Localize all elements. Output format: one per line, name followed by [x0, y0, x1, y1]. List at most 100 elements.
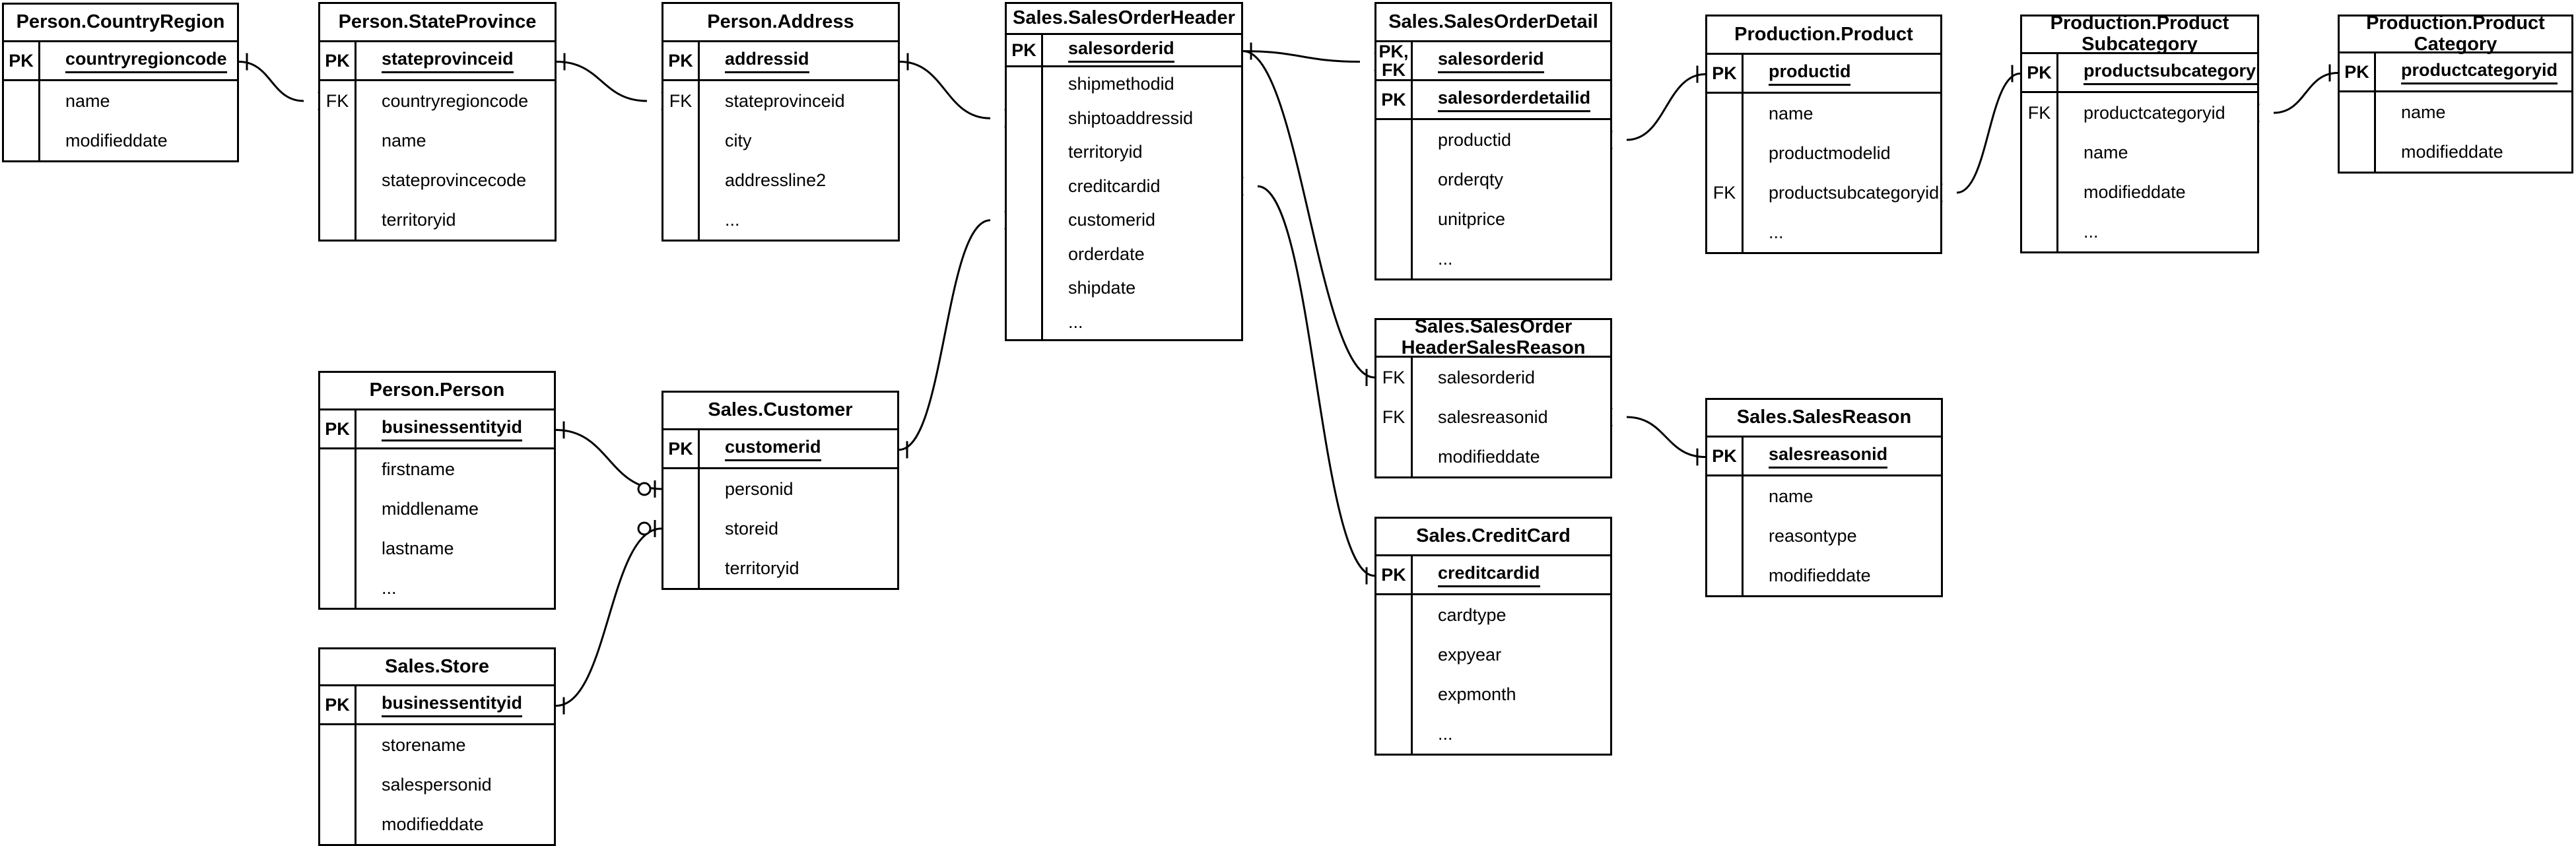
attr-name-cell: unitprice — [1413, 199, 1610, 239]
entity-title-line: Sales.CreditCard — [1416, 525, 1571, 547]
attr-row-addressline2: addressline2 — [663, 160, 898, 200]
field-name: modifieddate — [1438, 446, 1540, 467]
empty-key-cell — [1376, 595, 1413, 635]
field-name: modifieddate — [1769, 565, 1871, 585]
field-name: territoryid — [382, 209, 456, 230]
empty-key-cell — [1376, 714, 1413, 754]
empty-key-cell — [2340, 92, 2376, 132]
entity-title: Sales.SalesOrderHeader — [1007, 4, 1241, 35]
connector-stateprovince-address — [556, 61, 648, 102]
attr-row-orderdate: orderdate — [1007, 237, 1241, 271]
empty-key-cell — [320, 568, 356, 608]
attr-name-cell: creditcardid — [1043, 170, 1241, 204]
connector-countryregion-stateprovince — [238, 61, 304, 102]
field-name: salesorderdetailid — [1438, 88, 1591, 112]
field-name: ... — [1438, 248, 1453, 269]
key-label: PK — [1007, 35, 1043, 65]
attr-row-cardtype: cardtype — [1376, 595, 1610, 635]
entity-title-line: Person.CountryRegion — [16, 11, 225, 33]
field-name: expmonth — [1438, 684, 1516, 704]
field-name: productcategoryid — [2401, 60, 2558, 84]
attr-name-cell: shipdate — [1043, 271, 1241, 306]
empty-key-cell — [663, 200, 700, 240]
empty-key-cell — [1007, 237, 1043, 271]
attr-name-cell: territoryid — [356, 200, 555, 240]
attr-name-cell: ... — [1744, 212, 1940, 252]
attr-name-cell: lastname — [356, 529, 554, 568]
empty-key-cell — [1707, 133, 1744, 173]
key-field-name-cell: productcategoryid — [2376, 53, 2571, 90]
field-name: name — [1769, 486, 1813, 506]
entity-title: Sales.Store — [320, 649, 554, 686]
connector-salesorderheader-salesorderheadersalesreason — [1242, 50, 1375, 379]
field-name: stateprovincecode — [382, 170, 527, 190]
key-label: PK — [1376, 556, 1413, 593]
attr-name-cell: modifieddate — [2376, 132, 2571, 172]
field-name: customerid — [725, 437, 821, 461]
entity-title-line: Category — [2414, 33, 2497, 55]
attr-row-middlename: middlename — [320, 489, 554, 529]
field-name: salespersonid — [382, 774, 492, 795]
empty-key-cell — [1376, 120, 1413, 160]
field-name: ... — [1438, 723, 1453, 744]
empty-key-cell — [320, 489, 356, 529]
attr-row-territoryid: territoryid — [320, 200, 555, 240]
entity-title-line: Sales.SalesOrder — [1414, 316, 1573, 338]
key-field-name-cell: customerid — [700, 430, 897, 467]
key-field-name-cell: salesorderid — [1043, 35, 1241, 65]
empty-key-cell — [1376, 160, 1413, 199]
field-name: name — [2084, 142, 2128, 162]
field-name: modifieddate — [2084, 181, 2186, 202]
key-label: PK — [4, 42, 40, 79]
key-label-line: PK — [668, 438, 693, 459]
field-name: salesorderid — [1438, 367, 1536, 387]
key-field-name-cell: stateprovinceid — [356, 42, 555, 79]
attr-name-cell: middlename — [356, 489, 554, 529]
key-label: PK,FK — [1376, 42, 1413, 79]
key-label: PK — [663, 430, 700, 467]
attr-name-cell: customerid — [1043, 203, 1241, 238]
field-name: cardtype — [1438, 604, 1507, 625]
attr-name-cell: name — [356, 121, 555, 160]
attr-row-modifieddate: modifieddate — [2022, 172, 2257, 212]
key-label-line: PK — [325, 694, 350, 715]
attr-row-expmonth: expmonth — [1376, 674, 1610, 714]
empty-key-cell — [663, 469, 700, 509]
field-name: stateprovinceid — [725, 90, 845, 111]
field-name: orderdate — [1068, 244, 1145, 264]
empty-key-cell — [320, 529, 356, 568]
fk-label: FK — [320, 81, 356, 121]
key-field-name-cell: productsubcategoryid — [2058, 54, 2257, 91]
field-name: productid — [1438, 129, 1512, 150]
attr-row-name: name — [2022, 133, 2257, 172]
attr-row-customerid: customerid — [1007, 203, 1241, 238]
entity-title: Sales.Customer — [663, 393, 897, 430]
field-name: reasontype — [1769, 525, 1857, 546]
field-name: modifieddate — [2401, 141, 2503, 162]
field-name: productsubcategoryid — [2084, 61, 2257, 85]
empty-key-cell — [1376, 437, 1413, 476]
connector-store-customer — [555, 527, 662, 707]
attr-name-cell: modifieddate — [2058, 172, 2257, 212]
connector-productsubcategory-productcategory — [2273, 72, 2338, 114]
empty-key-cell — [1007, 135, 1043, 170]
entity-title: Person.Person — [320, 373, 554, 410]
field-name: territoryid — [1068, 142, 1143, 162]
attr-name-cell: modifieddate — [356, 804, 554, 844]
empty-key-cell — [663, 160, 700, 200]
field-name: ... — [2084, 221, 2099, 242]
attr-row-...: ... — [1707, 212, 1940, 252]
attr-row-name: name — [320, 121, 555, 160]
attr-name-cell: name — [1744, 94, 1940, 133]
field-name: modifieddate — [382, 814, 484, 834]
fk-label: FK — [1376, 358, 1413, 397]
entity-title-line: Person.Address — [707, 11, 854, 32]
field-name: name — [382, 130, 426, 150]
